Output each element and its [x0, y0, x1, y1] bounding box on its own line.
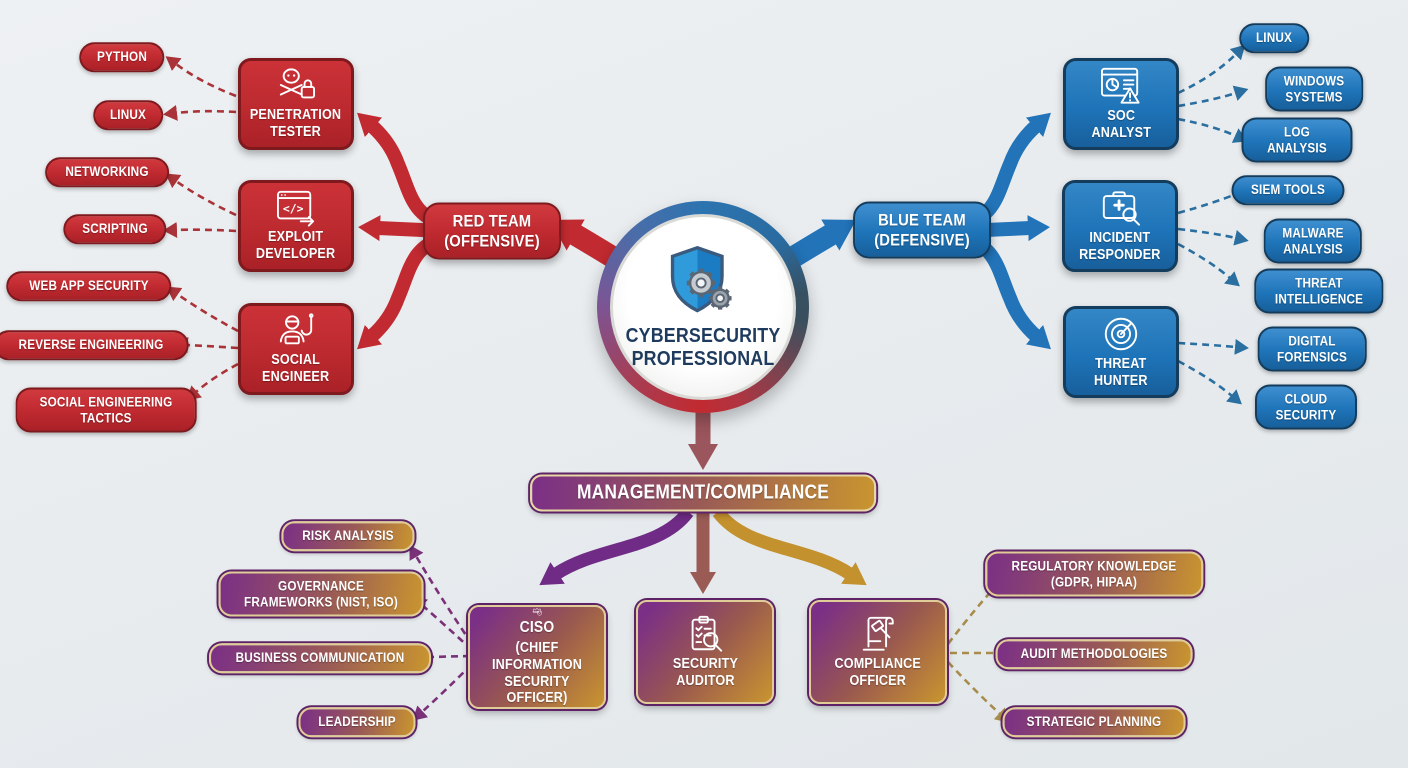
skull-crossbones-lock-icon [279, 68, 315, 99]
role-security-auditor: SECURITY AUDITOR [636, 600, 774, 704]
role-penetration-tester: PENETRATION TESTER [238, 58, 354, 150]
center-title: CYBERSECURITY PROFESSIONAL [625, 324, 781, 370]
crown-shield-icon [532, 607, 542, 616]
dashboard-alert-icon [1100, 68, 1140, 104]
skill-web-app-security: WEB APP SECURITY [6, 271, 172, 301]
skill-siem-tools: SIEM TOOLS [1231, 175, 1345, 205]
skill-regulatory-knowledge: REGULATORY KNOWLEDGE (GDPR, HIPAA) [985, 551, 1203, 597]
skill-windows-systems: WINDOWS SYSTEMS [1265, 66, 1363, 112]
skill-digital-forensics: DIGITAL FORENSICS [1257, 326, 1367, 372]
skill-cloud-security: CLOUD SECURITY [1255, 384, 1357, 430]
svg-text:</>: </> [283, 202, 304, 216]
skill-threat-intelligence: THREAT INTELLIGENCE [1254, 268, 1384, 314]
management-compliance-node: MANAGEMENT/COMPLIANCE [530, 474, 876, 512]
skill-scripting: SCRIPTING [63, 214, 167, 244]
radar-icon [1104, 318, 1138, 351]
skill-business-communication: BUSINESS COMMUNICATION [209, 643, 431, 673]
red-team-node: RED TEAM (OFFENSIVE) [423, 202, 561, 260]
skill-malware-analysis: MALWARE ANALYSIS [1263, 218, 1363, 264]
skill-audit-methodologies: AUDIT METHODOLOGIES [995, 639, 1193, 669]
role-exploit-developer: </> EXPLOIT DEVELOPER [238, 180, 354, 272]
shield-gears-icon [661, 243, 732, 313]
skill-linux-blue: LINUX [1239, 23, 1309, 53]
role-compliance-officer: COMPLIANCE OFFICER [809, 600, 947, 704]
skill-log-analysis: LOG ANALYSIS [1241, 117, 1353, 163]
skill-linux-red: LINUX [93, 100, 163, 130]
first-aid-magnifier-icon [1102, 191, 1140, 226]
skill-governance-frameworks: GOVERNANCE FRAMEWORKS (NIST, ISO) [218, 571, 424, 617]
skill-networking: NETWORKING [45, 157, 169, 187]
blue-team-node: BLUE TEAM (DEFENSIVE) [853, 201, 991, 259]
skill-strategic-planning: STRATEGIC PLANNING [1002, 707, 1186, 737]
skill-python: PYTHON [79, 42, 165, 72]
skill-reverse-engineering: REVERSE ENGINEERING [0, 330, 189, 360]
skill-leadership: LEADERSHIP [298, 707, 416, 737]
role-social-engineer: SOCIAL ENGINEER [238, 303, 354, 395]
gavel-scroll-icon [862, 617, 894, 651]
role-ciso: CISO (CHIEF INFORMATION SECURITY OFFICER… [468, 605, 606, 709]
clipboard-magnifier-icon [691, 616, 723, 652]
skill-risk-analysis: RISK ANALYSIS [281, 521, 415, 551]
role-incident-responder: INCIDENT RESPONDER [1062, 180, 1178, 272]
hacker-phishing-hook-icon [279, 313, 314, 345]
center-node: CYBERSECURITY PROFESSIONAL [597, 201, 809, 413]
gear-icon [661, 243, 732, 310]
role-soc-analyst: SOC ANALYST [1063, 58, 1179, 150]
code-window-icon: </> [276, 191, 315, 227]
role-threat-hunter: THREAT HUNTER [1063, 306, 1179, 398]
skill-social-engineering-tactics: SOCIAL ENGINEERING TACTICS [15, 387, 197, 433]
